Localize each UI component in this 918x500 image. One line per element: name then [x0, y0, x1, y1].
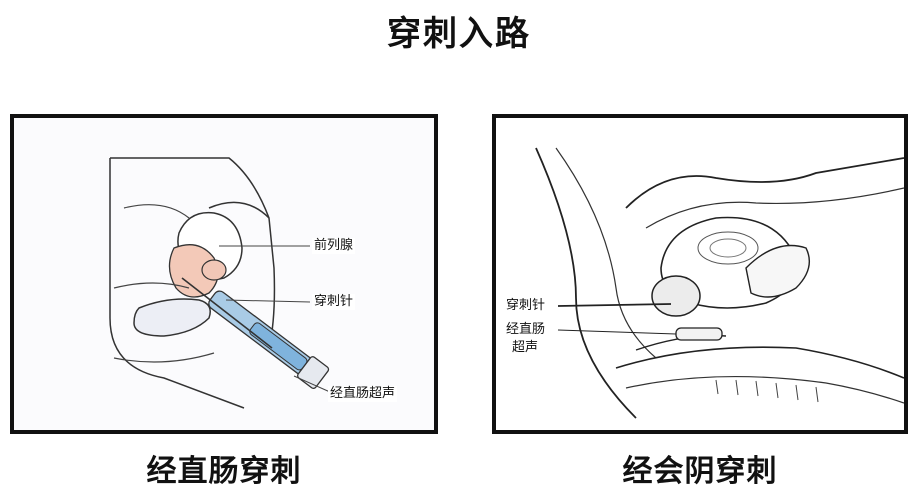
label-needle: 穿刺针 [312, 294, 356, 310]
page-title: 穿刺入路 [387, 14, 531, 54]
transperineal-anatomy-illustration [496, 118, 904, 430]
transperineal-diagram-panel: 穿刺针 经直肠 超声 [492, 114, 908, 434]
label-prostate: 前列腺 [312, 238, 356, 254]
label-ultrasound-line1: 经直肠 [504, 322, 548, 338]
transrectal-probe [208, 290, 330, 389]
label-transrectal-ultrasound: 经直肠超声 [328, 386, 398, 402]
prostate-shape [168, 244, 219, 298]
caption-transrectal: 经直肠穿刺 [146, 454, 302, 489]
transrectal-anatomy-illustration [14, 118, 434, 430]
needle-line [181, 277, 273, 349]
label-ultrasound-line2: 超声 [510, 340, 541, 356]
transrectal-probe-perineal [675, 327, 723, 341]
caption-transperineal: 经会阴穿刺 [622, 454, 778, 489]
prostate-shape-perineal [651, 275, 701, 317]
label-needle-perineal: 穿刺针 [504, 298, 548, 314]
transrectal-diagram-panel: 前列腺 穿刺针 经直肠超声 [10, 114, 438, 434]
needle-line-perineal [557, 303, 672, 307]
